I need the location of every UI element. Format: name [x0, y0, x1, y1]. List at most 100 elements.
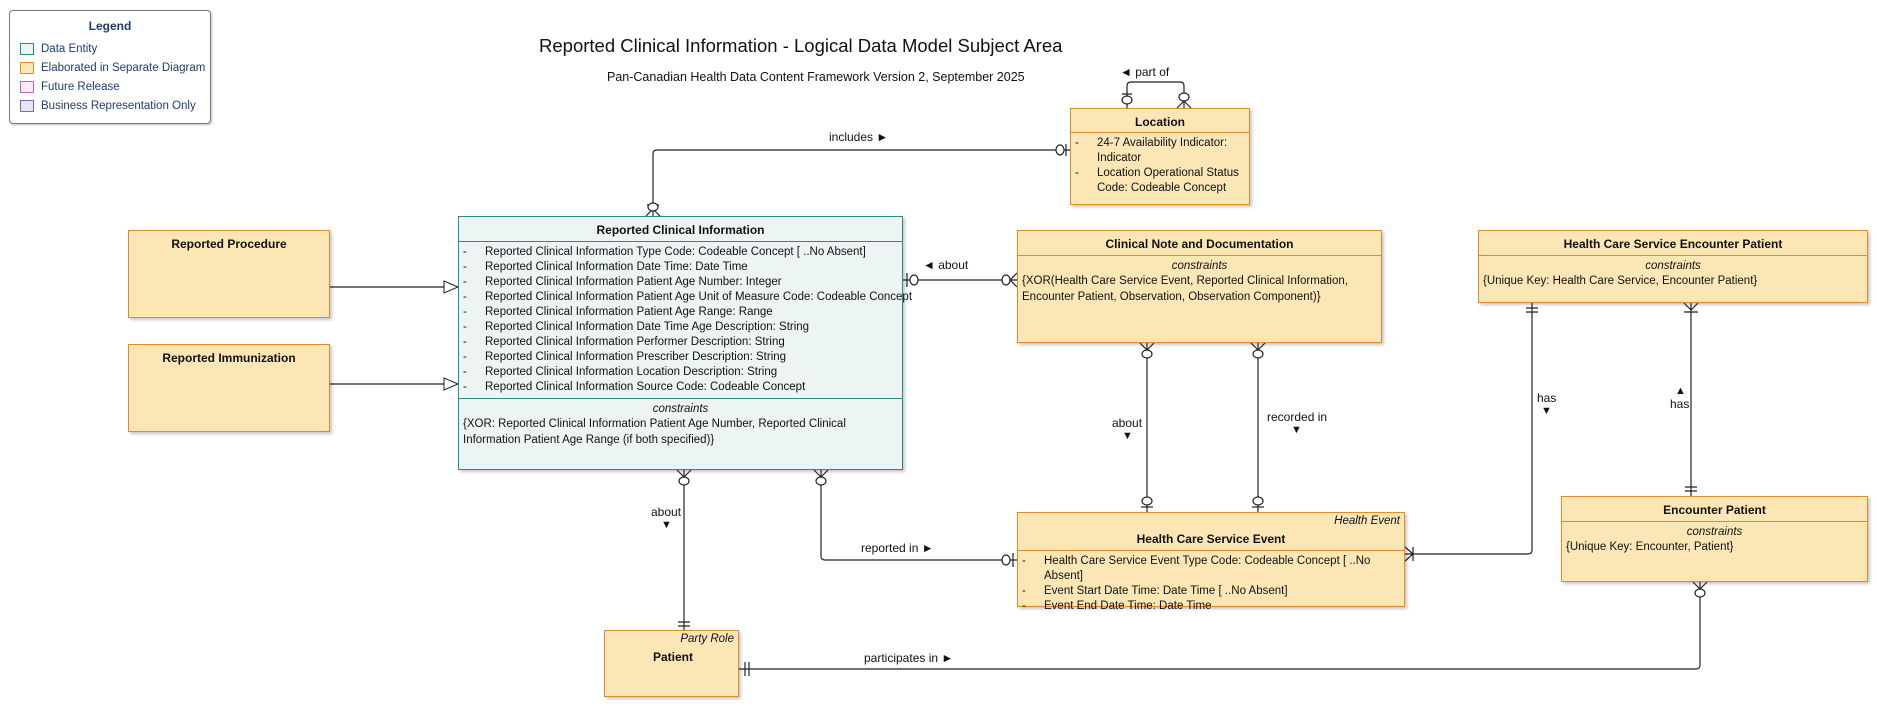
- line-has-left: [1405, 303, 1533, 555]
- legend-item-elaborated: Elaborated in Separate Diagram: [20, 58, 210, 77]
- entity-attributes: -Health Care Service Event Type Code: Co…: [1018, 550, 1404, 617]
- label-includes: includes ►: [829, 130, 889, 144]
- legend-swatch-elaborated: [20, 61, 34, 74]
- label-about-patient-arrow: ▼: [661, 519, 672, 531]
- entity-stereotype: Party Role: [680, 633, 734, 645]
- cf-location-self-b-circle: [1178, 92, 1190, 102]
- cf-participates-patient: [744, 662, 750, 676]
- entity-encounter-patient[interactable]: Encounter Patient constraints {Unique Ke…: [1561, 496, 1868, 582]
- entity-constraints: constraints {XOR(Health Care Service Eve…: [1018, 255, 1381, 308]
- cf-has-left-event: [1404, 546, 1414, 562]
- constraint-text: {XOR: Reported Clinical Information Pati…: [463, 418, 846, 446]
- attribute-text: 24-7 Availability Indicator: Indicator: [1097, 137, 1228, 164]
- attribute-text: Reported Clinical Information Type Code:…: [485, 246, 866, 258]
- cf-has-right-top: [1683, 302, 1699, 313]
- constraint-text: {Unique Key: Encounter, Patient}: [1566, 541, 1734, 553]
- attribute-text: Event End Date Time: Date Time: [1044, 600, 1212, 612]
- cf-about-note-note: [1009, 272, 1018, 288]
- attribute-row: -Reported Clinical Information Patient A…: [463, 306, 773, 318]
- attribute-row: -Reported Clinical Information Date Time…: [463, 261, 748, 273]
- attribute-row: -Reported Clinical Information Patient A…: [463, 291, 913, 303]
- cf-about-patient-bottom: [678, 621, 690, 627]
- legend-label: Elaborated in Separate Diagram: [41, 61, 206, 74]
- entity-patient[interactable]: Party Role Patient: [604, 630, 739, 697]
- cf-reported-in-event-circle: [1001, 554, 1011, 566]
- label-has-left-arrow: ▼: [1541, 405, 1552, 417]
- cf-includes-rci-circle: [647, 202, 659, 212]
- entity-health-care-service-event[interactable]: Health Event Health Care Service Event -…: [1017, 512, 1405, 612]
- attribute-row: - Location Operational Status Code: Code…: [1075, 166, 1245, 196]
- cf-about-event-top: [1139, 342, 1155, 351]
- legend-label: Future Release: [41, 80, 120, 93]
- line-includes: [652, 149, 1070, 216]
- legend-item-data-entity: Data Entity: [20, 39, 210, 58]
- attribute-row: -Reported Clinical Information Location …: [463, 366, 778, 378]
- cf-has-right-bottom: [1685, 486, 1697, 492]
- cf-has-left-top: [1526, 307, 1538, 313]
- label-part-of: ◄ part of: [1120, 65, 1170, 79]
- entity-constraints: constraints {XOR: Reported Clinical Info…: [459, 398, 902, 451]
- cf-about-patient-top-circle: [678, 476, 690, 486]
- attribute-text: Reported Clinical Information Prescriber…: [485, 351, 787, 363]
- cf-reported-in-top: [813, 469, 829, 478]
- cf-location-self-a-circle: [1121, 95, 1133, 105]
- attribute-text: Reported Clinical Information Patient Ag…: [485, 291, 913, 303]
- attribute-row: -Event Start Date Time: Date Time [ ..No…: [1022, 585, 1288, 597]
- entity-clinical-note-and-documentation[interactable]: Clinical Note and Documentation constrai…: [1017, 230, 1382, 343]
- label-about-event-arrow: ▼: [1122, 430, 1133, 442]
- label-has-right-arrow: ▲: [1675, 385, 1686, 397]
- attribute-row: - 24-7 Availability Indicator: Indicator: [1075, 136, 1245, 166]
- cf-about-note-note-circle: [1001, 274, 1011, 286]
- cf-about-event-top-circle: [1141, 349, 1153, 359]
- label-reported-in: reported in ►: [861, 541, 934, 555]
- label-about-event: about: [1112, 416, 1143, 430]
- line-participates-in: [739, 582, 1701, 670]
- legend-title: Legend: [88, 19, 132, 33]
- attribute-text: Reported Clinical Information Source Cod…: [485, 381, 806, 393]
- entity-name: Encounter Patient: [1663, 503, 1766, 517]
- line-reported-in: [820, 470, 1017, 561]
- attribute-row: -Reported Clinical Information Prescribe…: [463, 351, 787, 363]
- entity-name: Reported Clinical Information: [596, 223, 765, 237]
- entity-reported-clinical-information[interactable]: Reported Clinical Information -Reported …: [458, 216, 913, 470]
- attribute-row: -Reported Clinical Information Type Code…: [463, 246, 866, 258]
- entity-name: Health Care Service Event: [1136, 532, 1286, 546]
- legend-label: Data Entity: [41, 42, 98, 55]
- constraints-label: constraints: [1171, 260, 1228, 272]
- cf-recorded-in-top: [1250, 342, 1266, 351]
- legend-swatch-data-entity: [20, 42, 34, 55]
- entity-health-care-service-encounter-patient[interactable]: Health Care Service Encounter Patient co…: [1478, 230, 1868, 303]
- legend-item-future-release: Future Release: [20, 77, 210, 96]
- constraints-label: constraints: [1686, 526, 1743, 538]
- cf-participates-encounter: [1692, 581, 1708, 590]
- attribute-row: -Health Care Service Event Type Code: Co…: [1022, 554, 1400, 584]
- diagram-subtitle: Pan-Canadian Health Data Content Framewo…: [607, 70, 1025, 84]
- label-has-right: has: [1670, 397, 1690, 411]
- entity-name: Health Care Service Encounter Patient: [1563, 237, 1783, 251]
- attribute-row: -Reported Clinical Information Performer…: [463, 336, 785, 348]
- constraint-text: {XOR(Health Care Service Event, Reported…: [1022, 275, 1348, 303]
- legend-swatch-business-representation: [20, 99, 34, 112]
- attribute-row: -Reported Clinical Information Source Co…: [463, 381, 806, 393]
- entity-location[interactable]: Location - 24-7 Availability Indicator: …: [1070, 108, 1250, 205]
- entity-constraints: constraints {Unique Key: Health Care Ser…: [1479, 255, 1867, 293]
- legend-swatch-future-release: [20, 80, 34, 93]
- attribute-text: Reported Clinical Information Performer …: [485, 336, 785, 348]
- cf-includes-location-circle: [1055, 144, 1065, 156]
- entity-name: Clinical Note and Documentation: [1105, 237, 1294, 251]
- cf-recorded-in-bottom-circle: [1252, 496, 1264, 506]
- label-about-note: ◄ about: [923, 258, 969, 272]
- attribute-row: -Event End Date Time: Date Time: [1022, 600, 1212, 612]
- entity-reported-immunization[interactable]: Reported Immunization: [128, 344, 330, 432]
- entity-stereotype: Health Event: [1334, 515, 1400, 527]
- label-recorded-in: recorded in: [1267, 410, 1328, 424]
- cf-about-note-rci-circle: [909, 274, 919, 286]
- entity-attributes: -Reported Clinical Information Type Code…: [459, 241, 913, 398]
- label-about-patient: about: [651, 505, 682, 519]
- cf-about-event-bottom-circle: [1141, 496, 1153, 506]
- entity-attributes: - 24-7 Availability Indicator: Indicator…: [1071, 132, 1249, 199]
- label-recorded-in-arrow: ▼: [1291, 424, 1302, 436]
- constraints-label: constraints: [652, 403, 709, 415]
- entity-reported-procedure[interactable]: Reported Procedure: [128, 230, 330, 318]
